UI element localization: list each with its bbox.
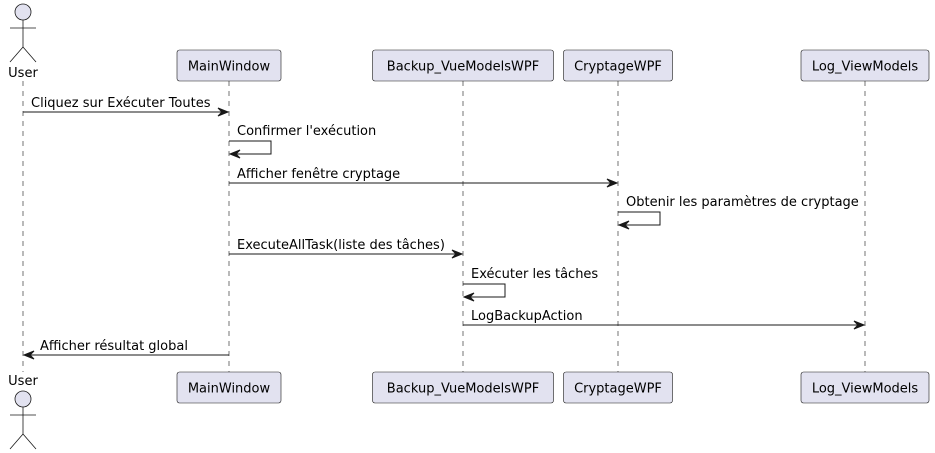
participant-mainwindow-bottom: MainWindow (176, 371, 282, 404)
arrowhead (462, 292, 475, 302)
participant-label: Log_ViewModels (812, 382, 919, 397)
message-label: ExecuteAllTask(liste des tâches) (237, 238, 445, 253)
participant-label: MainWindow (188, 60, 271, 75)
actor-right-leg (22, 46, 37, 63)
participant-box (176, 371, 282, 404)
actor-label: User (8, 374, 38, 389)
participant-box (800, 371, 930, 404)
actor-label: User (8, 66, 38, 81)
actor-left-leg (9, 433, 24, 450)
participant-box (372, 49, 554, 82)
participant-label: Backup_VueModelsWPF (387, 382, 539, 397)
participant-box (176, 49, 282, 82)
participant-box (372, 371, 554, 404)
self-message-line (618, 211, 661, 226)
message-label: LogBackupAction (471, 309, 583, 324)
message-label: Confirmer l'exécution (237, 124, 376, 139)
participant-box (563, 371, 673, 404)
message-7: LogBackupAction (463, 309, 866, 330)
message-5: ExecuteAllTask(liste des tâches) (229, 238, 464, 259)
message-8: Afficher résultat global (22, 339, 229, 360)
participant-label: Log_ViewModels (812, 60, 919, 75)
participant-cryptagewpf-bottom: CryptageWPF (563, 371, 673, 404)
participant-backup-vuemodelswpf-bottom: Backup_VueModelsWPF (372, 371, 554, 404)
participant-box (563, 49, 673, 82)
actor-left-leg (9, 46, 24, 63)
actor-head (14, 390, 32, 408)
message-label: Afficher résultat global (40, 339, 188, 354)
participant-log-viewmodels-bottom: Log_ViewModels (800, 371, 930, 404)
message-label: Afficher fenêtre cryptage (237, 167, 400, 182)
message-1: Cliquez sur Exécuter Toutes (23, 96, 230, 117)
actor-right-leg (22, 433, 37, 450)
message-label: Obtenir les paramètres de cryptage (626, 195, 859, 210)
self-message-line (463, 283, 506, 298)
self-message-line (229, 140, 272, 155)
arrowhead (217, 107, 230, 117)
participant-cryptagewpf-top: CryptageWPF (563, 49, 673, 82)
participants-top: User MainWindow Backup_VueModelsWPF Cryptag… (8, 3, 930, 82)
message-3: Afficher fenêtre cryptage (229, 167, 619, 188)
arrowhead (451, 249, 464, 259)
arrowhead (606, 178, 619, 188)
lifelines (22, 81, 866, 372)
participant-label: CryptageWPF (574, 382, 662, 397)
participant-label: MainWindow (188, 382, 271, 397)
arrowhead (22, 350, 35, 360)
arrowhead (853, 320, 866, 330)
participant-label: Backup_VueModelsWPF (387, 60, 539, 75)
actor-top: User (8, 3, 38, 81)
message-6: Exécuter les tâches (462, 267, 598, 302)
participant-log-viewmodels-top: Log_ViewModels (800, 49, 930, 82)
message-label: Cliquez sur Exécuter Toutes (31, 96, 211, 111)
arrowhead (228, 149, 241, 159)
participant-mainwindow-top: MainWindow (176, 49, 282, 82)
message-4: Obtenir les paramètres de cryptage (617, 195, 859, 230)
message-label: Exécuter les tâches (471, 267, 598, 282)
participant-box (800, 49, 930, 82)
actor-head (14, 3, 32, 21)
actor-bottom: User (8, 374, 38, 450)
participant-backup-vuemodelswpf-top: Backup_VueModelsWPF (372, 49, 554, 82)
message-2: Confirmer l'exécution (228, 124, 376, 159)
participant-label: CryptageWPF (574, 60, 662, 75)
arrowhead (617, 220, 630, 230)
